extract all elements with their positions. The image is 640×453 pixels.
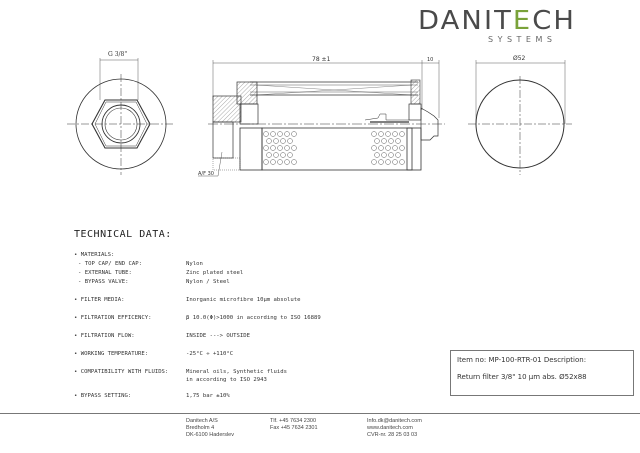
logo-accent-letter: E bbox=[512, 6, 533, 36]
cvr-number: CVR-nr. 28 25 03 03 bbox=[367, 432, 418, 438]
diameter-dim-label: Ø52 bbox=[513, 55, 526, 62]
item-description: Return filter 3/8" 10 μm abs. Ø52x88 bbox=[457, 373, 587, 381]
materials-label: • MATERIALS: bbox=[74, 252, 115, 258]
thread-dim-label: G 3/8" bbox=[108, 51, 127, 58]
fax-number: Fax +45 7634 2301 bbox=[270, 425, 318, 431]
spec-label-fluid-compatibility: • COMPATIBILITY WITH FLUIDS: bbox=[74, 369, 169, 375]
city-address: DK-6100 Haderslev bbox=[186, 432, 234, 438]
spec-value-working-temperature: -25°C ÷ +110°C bbox=[186, 351, 234, 357]
spec-label-filtration-flow: • FILTRATION FLOW: bbox=[74, 333, 135, 339]
phone-number: Tlf. +45 7634 2300 bbox=[270, 418, 317, 424]
material-label-bypass-valve: - BYPASS VALVE: bbox=[78, 279, 129, 285]
end-dim-label: 10 bbox=[427, 57, 433, 63]
website-link[interactable]: www.danitech.com bbox=[367, 425, 413, 431]
spec-label-filter-media: • FILTER MEDIA: bbox=[74, 297, 125, 303]
spec-value-fluid-compatibility: Mineral oils, Synthetic fluids bbox=[186, 369, 288, 375]
spec-label-bypass-setting: • BYPASS SETTING: bbox=[74, 393, 132, 399]
material-label-external-tube: - EXTERNAL TUBE: bbox=[78, 270, 132, 276]
street-address: Bredholm 4 bbox=[186, 425, 215, 431]
end-view-fitting bbox=[67, 58, 175, 175]
email-link[interactable]: Info.dk@danitech.com bbox=[367, 418, 422, 424]
end-view-cap bbox=[468, 60, 572, 175]
item-description-box: Item no: MP-100-RTR-01 Description: Retu… bbox=[450, 350, 634, 396]
spec-value-filtration-efficiency: β 10.0(Φ)>1000 in according to ISO 16889 bbox=[186, 315, 321, 321]
company-logo: DANITECH SYSTEMS bbox=[418, 6, 578, 46]
spec-label-working-temperature: • WORKING TEMPERATURE: bbox=[74, 351, 149, 357]
material-value-top-cap: Nylon bbox=[186, 261, 203, 267]
material-value-external-tube: Zinc plated steel bbox=[186, 270, 244, 276]
spec-value-filter-media: Inorganic microfibre 10μm absolute bbox=[186, 297, 301, 303]
wrench-size-label: A/F 30 bbox=[198, 171, 214, 177]
side-section-view bbox=[198, 60, 445, 177]
length-dim-label: 78 ±1 bbox=[312, 56, 331, 63]
footer-phone: Tlf. +45 7634 2300 Fax +45 7634 2301 bbox=[270, 418, 318, 432]
technical-drawing: G 3/8" bbox=[67, 51, 572, 177]
perforation-holes bbox=[263, 131, 405, 165]
logo-wordmark: DANITECH bbox=[418, 6, 577, 36]
footer-contact: Info.dk@danitech.com www.danitech.com CV… bbox=[367, 418, 422, 439]
material-value-bypass-valve: Nylon / Steel bbox=[186, 279, 230, 285]
material-label-top-cap: - TOP CAP/ END CAP: bbox=[78, 261, 142, 267]
logo-subtitle: SYSTEMS bbox=[488, 35, 557, 44]
spec-value-bypass-setting: 1,75 bar ±10% bbox=[186, 393, 230, 399]
spec-value-filtration-flow: INSIDE ---> OUTSIDE bbox=[186, 333, 250, 339]
spec-label-filtration-efficiency: • FILTRATION EFFICENCY: bbox=[74, 315, 152, 321]
technical-data-title: TECHNICAL DATA: bbox=[74, 229, 172, 240]
spec-value-fluid-compatibility-standard: in according to ISO 2943 bbox=[186, 377, 267, 383]
item-number: Item no: MP-100-RTR-01 Description: bbox=[457, 356, 587, 364]
footer-address: Danitech A/S Bredholm 4 DK-6100 Hadersle… bbox=[186, 418, 234, 439]
company-name: Danitech A/S bbox=[186, 418, 218, 424]
footer-divider bbox=[0, 413, 640, 414]
